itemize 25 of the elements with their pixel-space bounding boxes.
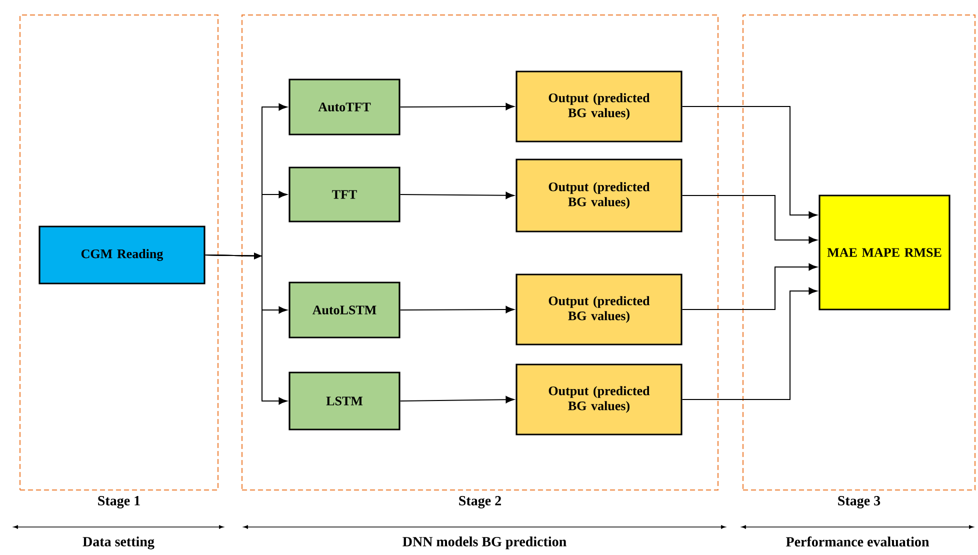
node-label: Stage 1 [98, 496, 140, 508]
arrow [400, 306, 514, 314]
arrow [400, 192, 514, 200]
arrow [400, 102, 514, 110]
node-label: Stage 2 [459, 496, 501, 508]
stage-description: Data setting [82, 536, 154, 550]
stage-description: DNN models BG prediction [402, 536, 566, 550]
input-box: CGM Reading [38, 226, 206, 284]
metrics-box: MAE MAPE RMSE [818, 194, 950, 310]
output-box: Output (predicted BG values) [516, 364, 682, 436]
model-box: AutoLSTM [288, 282, 400, 338]
node-label: Stage 3 [838, 496, 880, 508]
output-box: Output (predicted BG values) [516, 70, 682, 142]
arrow [400, 396, 514, 404]
arrow [682, 195, 818, 244]
model-box: AutoTFT [288, 78, 400, 136]
arrow [682, 263, 818, 310]
model-box: LSTM [288, 372, 400, 430]
stage-description: Performance evaluation [786, 536, 930, 547]
model-box: TFT [288, 166, 400, 222]
output-box: Output (predicted BG values) [516, 158, 682, 232]
output-box: Output (predicted BG values) [516, 274, 682, 346]
arrow [682, 287, 818, 400]
arrow [204, 254, 288, 405]
arrow [682, 106, 818, 219]
